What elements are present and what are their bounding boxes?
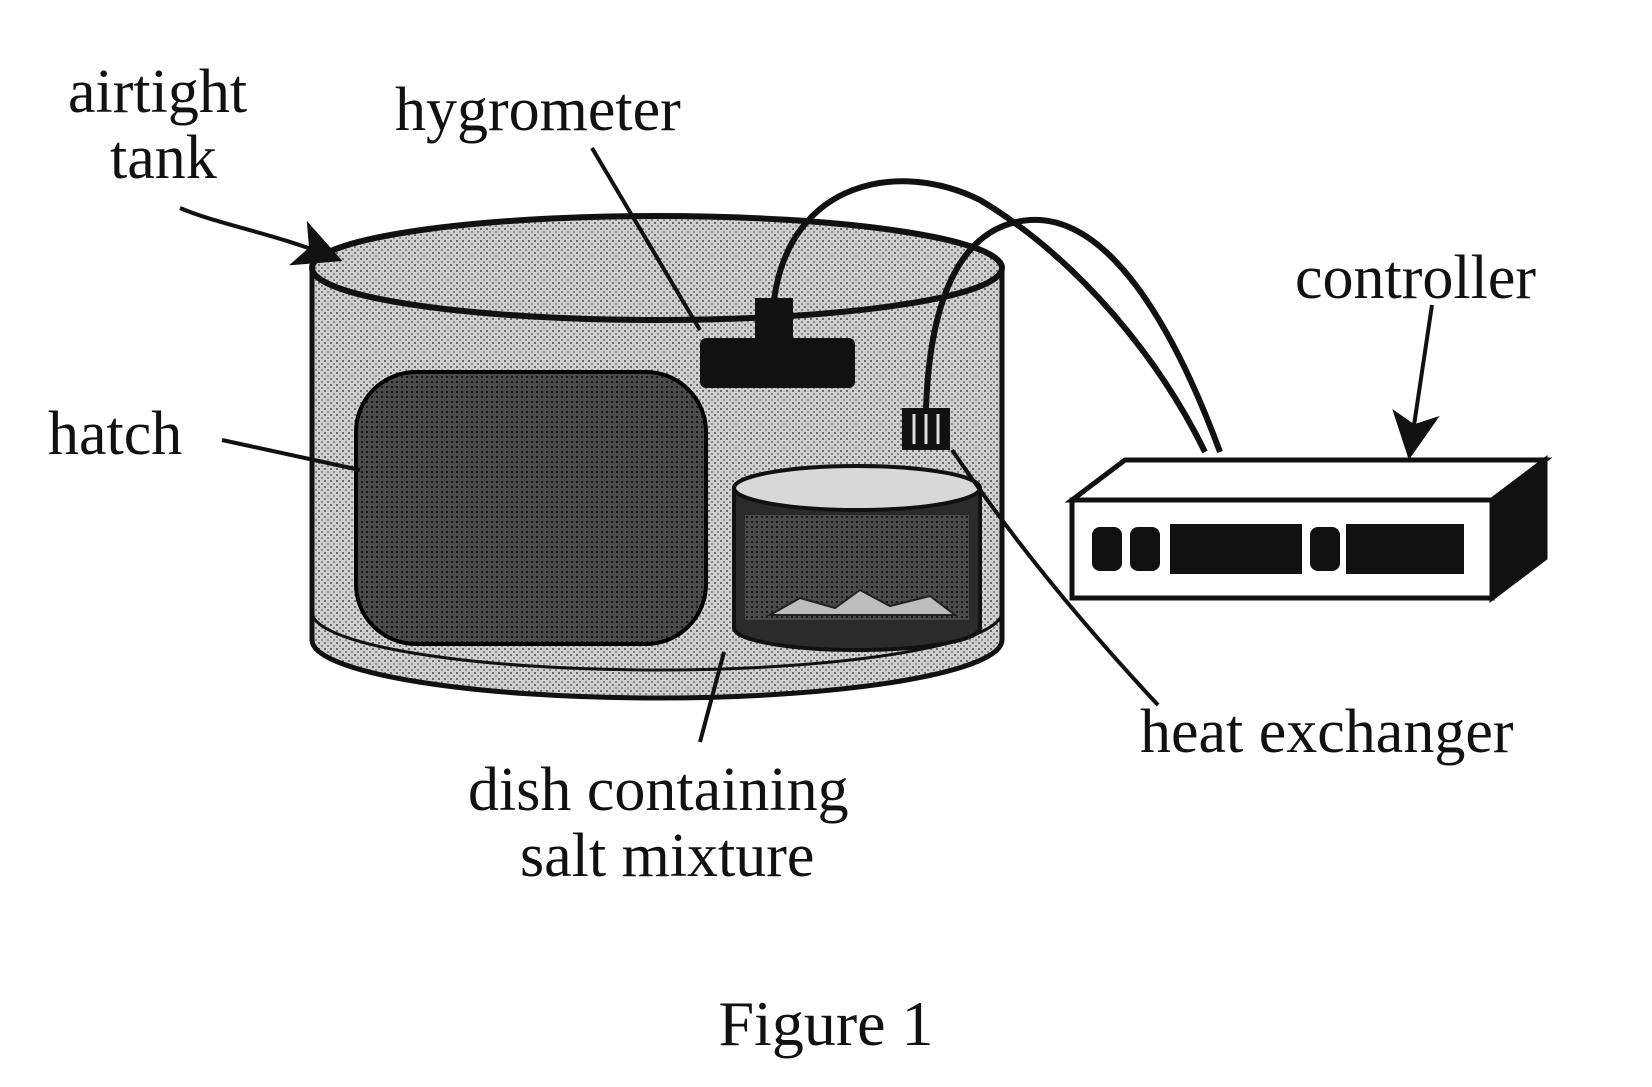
heat-exchanger-label: heat exchanger <box>1140 698 1514 766</box>
salt-dish <box>732 464 982 652</box>
humidity-display <box>1170 524 1302 574</box>
airtight-tank-leader <box>179 206 343 266</box>
heat-exchanger-leader <box>950 448 1160 707</box>
controller: 58% 10°C <box>1064 454 1553 604</box>
dish-label: dish containing salt mixture <box>468 756 864 890</box>
temperature-readout: 10°C <box>1362 527 1449 573</box>
humidity-readout: 58% <box>1198 527 1275 573</box>
hatch-label: hatch <box>48 400 182 468</box>
controller-leader <box>1392 304 1440 460</box>
hatch <box>354 370 708 646</box>
controller-label: controller <box>1295 244 1536 312</box>
dish-leader <box>698 651 726 743</box>
temperature-display <box>1346 524 1464 574</box>
leader-lines <box>179 146 1440 743</box>
airtight-tank-label-line2: tank <box>110 124 217 192</box>
controller-button <box>1092 527 1122 571</box>
airtight-tank-label-line1: airtight <box>68 58 247 126</box>
hygrometer-leader <box>590 146 702 332</box>
controller-button <box>1310 527 1340 571</box>
cables <box>771 178 1223 454</box>
airtight-tank-label: airtight tank <box>68 58 263 192</box>
heat-exchanger <box>902 408 950 450</box>
hygrometer-label: hygrometer <box>395 76 681 144</box>
controller-button <box>1130 527 1160 571</box>
hatch-leader <box>221 438 361 472</box>
dish-label-line2: salt mixture <box>520 822 814 890</box>
figure-caption: Figure 1 <box>718 988 933 1059</box>
hygrometer <box>700 298 855 388</box>
dish-label-line1: dish containing <box>468 756 849 824</box>
